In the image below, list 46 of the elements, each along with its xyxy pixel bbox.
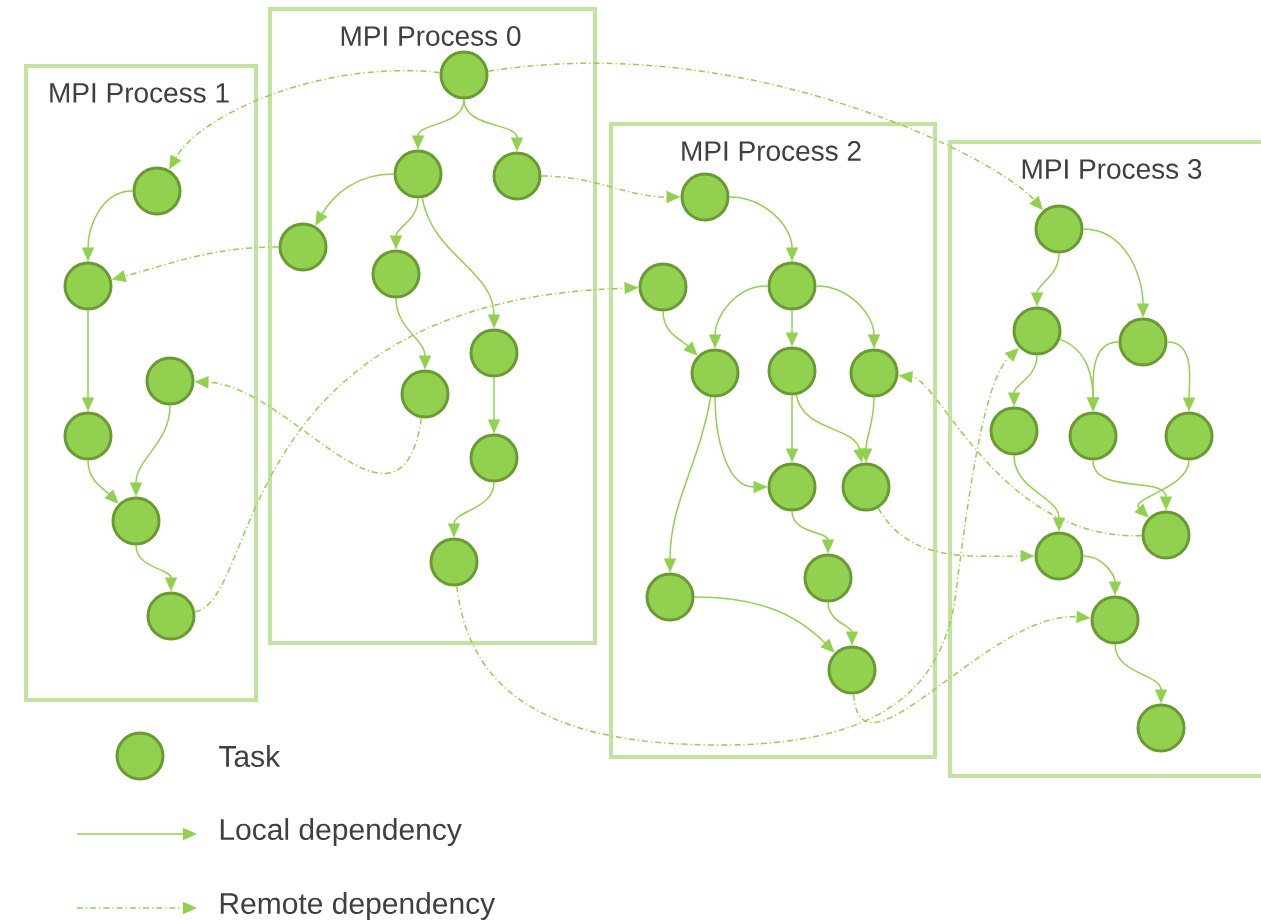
process-box: MPI Process 3 (948, 140, 1261, 778)
task-circle (989, 406, 1039, 456)
task-circle (645, 572, 695, 622)
task-circle (1034, 204, 1084, 254)
task-circle (1141, 510, 1191, 560)
task-circle (492, 151, 542, 201)
task-circle (371, 249, 421, 299)
task-circle (145, 356, 195, 406)
task-circle (803, 553, 853, 603)
task-circle (439, 50, 489, 100)
task-circle (469, 328, 519, 378)
task-circle (63, 411, 113, 461)
task-circle (400, 369, 450, 419)
process-box: MPI Process 1 (24, 64, 258, 702)
task-circle (111, 496, 161, 546)
task-circle (767, 462, 817, 512)
task-circle (393, 149, 443, 199)
arrow (693, 596, 835, 653)
task-circle (767, 261, 817, 311)
process-box: MPI Process 2 (609, 122, 937, 759)
task-circle (1090, 595, 1140, 645)
arrow (87, 459, 119, 504)
legend-label: Task (219, 745, 281, 767)
task-circle (1012, 306, 1062, 356)
legend-label: Remote dependency (220, 892, 496, 920)
task-circle (146, 591, 196, 641)
task-circle (827, 645, 877, 695)
task-circle (1068, 411, 1118, 461)
task-circle (767, 346, 817, 396)
task-circle (841, 462, 891, 512)
process-box: MPI Process 0 (268, 7, 597, 645)
legend-label: Local dependency (220, 818, 462, 846)
task-circle (849, 348, 899, 398)
task-circle (469, 433, 519, 483)
task-circle (1118, 317, 1168, 367)
task-circle (1136, 703, 1186, 753)
task-circle (63, 261, 113, 311)
task-circle (132, 166, 182, 216)
task-circle (690, 348, 740, 398)
task-circle (1034, 531, 1084, 581)
arrow (662, 310, 698, 356)
task-circle (429, 537, 479, 587)
task-circle (278, 222, 328, 272)
task-circle (680, 172, 730, 222)
task-circle (638, 262, 688, 312)
task-circle (1164, 411, 1214, 461)
